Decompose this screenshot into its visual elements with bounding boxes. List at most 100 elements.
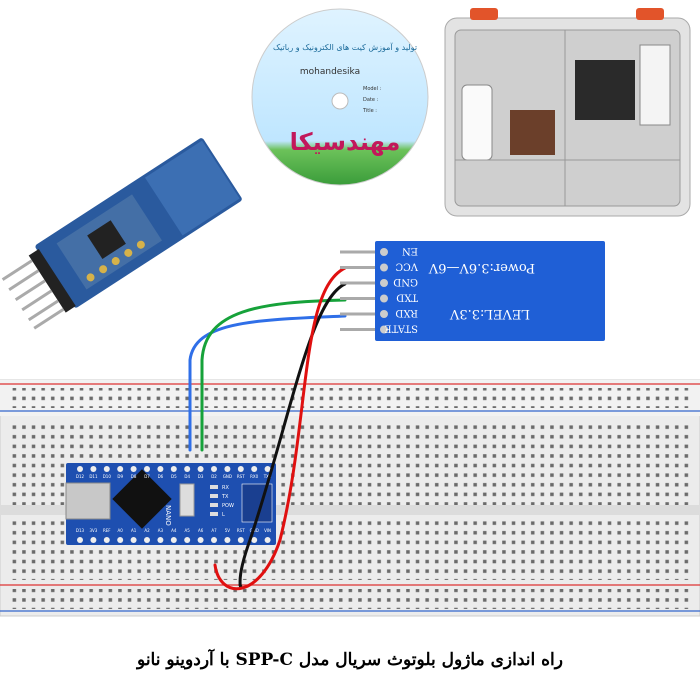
nano-pin bbox=[264, 466, 271, 472]
nano-pin-label: D13 bbox=[76, 528, 85, 533]
nano-pin bbox=[251, 537, 258, 543]
case-latch-left bbox=[470, 8, 498, 20]
pad-rxd bbox=[380, 310, 388, 318]
nano-pin bbox=[211, 466, 217, 472]
nano-pin bbox=[103, 466, 110, 472]
nano-pin bbox=[224, 466, 231, 472]
nano-pin-label: D4 bbox=[184, 474, 190, 479]
ir-remote bbox=[461, 84, 493, 161]
pad-txd bbox=[380, 294, 388, 303]
nano-pin-label: TX1 bbox=[263, 474, 272, 479]
nano-pin bbox=[157, 466, 164, 472]
led-label: RX bbox=[222, 485, 229, 491]
nano-pin bbox=[197, 537, 204, 543]
led-label: L bbox=[222, 512, 225, 518]
nano-pin-label: 5V bbox=[225, 528, 231, 533]
nano-pin-label: VIN bbox=[264, 528, 271, 533]
nano-pin-label: A6 bbox=[198, 528, 204, 533]
nano-pin-label: A1 bbox=[131, 528, 137, 533]
pin-label-en: EN bbox=[402, 245, 418, 256]
nano-pin-label: RX0 bbox=[250, 474, 259, 479]
led bbox=[210, 494, 218, 498]
nano-pin-label: A5 bbox=[185, 528, 191, 533]
pad-vcc bbox=[380, 263, 388, 272]
wire-blue-rxd bbox=[188, 314, 347, 452]
nano-pin bbox=[77, 466, 83, 472]
nano-pin bbox=[237, 466, 244, 472]
pin-label-gnd: GND bbox=[393, 276, 418, 287]
pad-en bbox=[380, 248, 388, 256]
cd-field-title: Title : bbox=[362, 108, 377, 114]
cd-field-model: Model : bbox=[363, 86, 382, 92]
nano-pin-label: D12 bbox=[76, 474, 85, 479]
nano-pin bbox=[184, 466, 191, 472]
led bbox=[210, 512, 218, 516]
mini-usb-port bbox=[65, 482, 111, 520]
mini-breadboard bbox=[639, 44, 671, 126]
pad-state bbox=[380, 325, 388, 334]
nano-pin-label: GND bbox=[223, 474, 232, 479]
wire-green-txd bbox=[200, 298, 347, 452]
nano-pin bbox=[144, 466, 150, 472]
pin-label-rxd: RXD bbox=[395, 307, 418, 318]
nano-pin bbox=[264, 537, 271, 543]
nano-pin-label: A3 bbox=[158, 528, 164, 533]
led bbox=[210, 485, 218, 489]
nano-pin-label: A4 bbox=[171, 528, 177, 533]
nano-pin bbox=[90, 537, 97, 543]
led bbox=[210, 503, 218, 507]
nano-pin bbox=[144, 537, 150, 543]
nano-pin bbox=[77, 537, 83, 543]
kit-case bbox=[444, 8, 691, 217]
nano-pin bbox=[211, 537, 217, 543]
nano-pin-label: RST bbox=[237, 528, 245, 533]
nano-pin bbox=[117, 466, 124, 472]
nano-pin-label: D9 bbox=[117, 474, 123, 479]
nano-pin bbox=[117, 537, 124, 543]
nano-pin bbox=[170, 537, 177, 543]
nano-pin-label: A7 bbox=[211, 528, 217, 533]
nano-pin-label: D3 bbox=[198, 474, 204, 479]
cd-field-date: Date : bbox=[363, 97, 379, 103]
nano-pin-label: D7 bbox=[144, 474, 150, 479]
wire-black-gnd bbox=[238, 282, 347, 590]
nano-pin-label: 3V3 bbox=[89, 528, 97, 533]
caption: راه اندازی ماژول بلوتوث سریال مدل SPP-C … bbox=[137, 650, 563, 670]
pin-header bbox=[28, 249, 76, 313]
case-latch-right bbox=[636, 8, 664, 20]
cd-brand-fa: مهندسیکا bbox=[290, 128, 401, 156]
nano-pin-label: D2 bbox=[211, 474, 217, 479]
module-chip bbox=[87, 220, 126, 259]
wire-red-vcc bbox=[213, 266, 347, 591]
nano-pin-label: A0 bbox=[118, 528, 124, 533]
jumper-wires bbox=[188, 266, 347, 591]
nano-pin-label: D5 bbox=[171, 474, 177, 479]
nano-pin bbox=[184, 537, 191, 543]
nano-pin-label: D10 bbox=[103, 474, 112, 479]
nano-label: NANO bbox=[164, 505, 172, 526]
nano-pin bbox=[224, 537, 231, 543]
keypad bbox=[575, 60, 635, 120]
center-channel bbox=[0, 505, 700, 515]
led-label: TX bbox=[221, 494, 229, 500]
nano-pin bbox=[103, 537, 110, 543]
power-rail-holes bbox=[10, 388, 690, 408]
cd-hole bbox=[331, 92, 349, 110]
microcontroller-chip bbox=[112, 469, 172, 529]
pin-label-txd: TXD bbox=[396, 292, 418, 303]
nano-pin bbox=[130, 537, 137, 543]
pin-label-state: STATE bbox=[384, 323, 418, 334]
nano-pin bbox=[197, 466, 204, 472]
nano-pin bbox=[90, 466, 97, 472]
level-label: LEVEL:3.3V bbox=[449, 306, 530, 321]
cd-disc: تولید و آموزش کیت های الکترونیک و رباتیک… bbox=[251, 8, 429, 186]
nano-pin bbox=[251, 466, 258, 472]
cd-brand-en: mohandesika bbox=[300, 67, 360, 77]
nano-pin bbox=[170, 466, 177, 472]
